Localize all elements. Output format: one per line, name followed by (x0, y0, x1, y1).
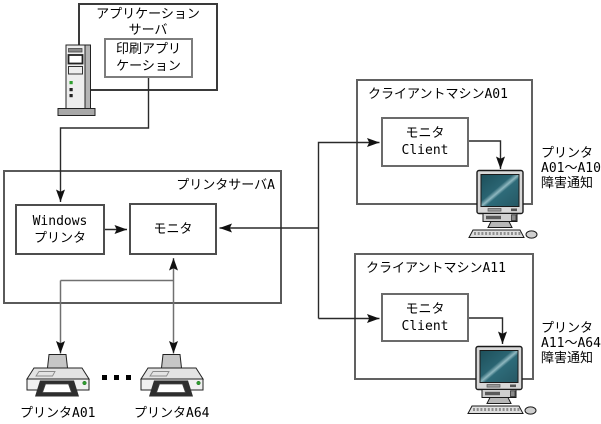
monitor-client-a11-box: モニタ Client (381, 293, 469, 342)
failure-notice-a11: プリンタ A11～A64 障害通知 (541, 321, 601, 366)
printer-a01-icon (26, 354, 90, 397)
app-server-label: アプリケーション サーバ (80, 5, 216, 39)
failure-notice-a01-line3: 障害通知 (541, 176, 594, 191)
desktop-pc-a01-icon (468, 169, 538, 239)
client-a01-label: クライアントマシンA01 (368, 87, 508, 102)
desktop-pc-a11-icon (467, 345, 537, 415)
monitor-client-a01-box: モニタ Client (381, 117, 469, 167)
print-app-label: 印刷アプリ ケーション (106, 40, 191, 76)
monitor-label-text: モニタ (153, 221, 193, 237)
print-app-box: 印刷アプリ ケーション (104, 38, 193, 78)
printer-a64-icon (140, 354, 204, 397)
windows-printer-label: Windows プリンタ (17, 206, 103, 253)
client-a11-label: クライアントマシンA11 (366, 261, 506, 276)
print-app-label-line2: ケーション (116, 59, 181, 74)
failure-notice-a11-line3: 障害通知 (541, 351, 594, 366)
printers-ellipsis (102, 375, 131, 380)
failure-notice-a01-line2: A01～A10 (541, 161, 601, 176)
printer-a64-label: プリンタA64 (134, 406, 210, 421)
monitor-box: モニタ (129, 203, 217, 255)
monitor-label: モニタ (131, 205, 215, 253)
server-tower-icon (57, 44, 96, 116)
failure-notice-a01-line1: プリンタ (541, 146, 594, 161)
failure-notice-a01: プリンタ A01～A10 障害通知 (541, 146, 601, 191)
failure-notice-a11-line1: プリンタ (541, 321, 594, 336)
monitor-client-a11-line1: モニタ (405, 301, 445, 317)
windows-printer-label-line2: プリンタ (33, 230, 86, 246)
monitor-client-a01-label: モニタ Client (383, 119, 467, 165)
printer-server-label: プリンタサーバA (176, 178, 275, 193)
monitor-client-a01-line1: モニタ (405, 126, 445, 141)
app-server-label-line2: サーバ (128, 23, 168, 38)
failure-notice-a11-line2: A11～A64 (541, 336, 601, 351)
monitor-client-a01-line2: Client (401, 143, 449, 158)
print-app-label-line1: 印刷アプリ (115, 42, 181, 57)
printer-a01-label: プリンタA01 (20, 406, 96, 421)
windows-printer-label-line1: Windows (32, 213, 88, 229)
app-server-label-line1: アプリケーション (96, 7, 200, 22)
monitor-client-a11-line2: Client (401, 318, 449, 334)
windows-printer-box: Windows プリンタ (15, 204, 105, 255)
monitor-client-a11-label: モニタ Client (383, 295, 467, 340)
